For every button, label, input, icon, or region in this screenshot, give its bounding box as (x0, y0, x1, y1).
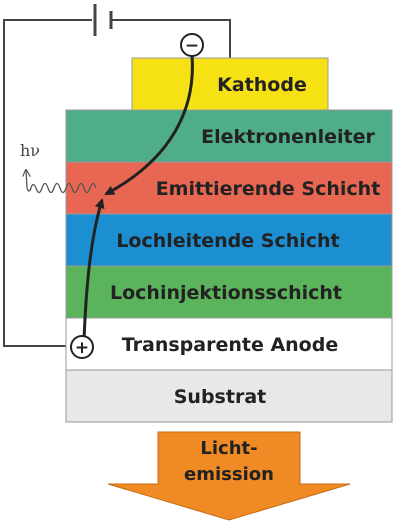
photon-wave-icon (26, 170, 97, 194)
layer-lochleitende-schicht (65, 213, 393, 267)
plus-terminal-icon (70, 335, 94, 359)
emission-label-line1: Licht- (200, 438, 257, 459)
label-kathode: Kathode (217, 74, 307, 96)
light-emission-arrow-icon (107, 431, 351, 521)
layer-substrat (65, 369, 393, 423)
electron-path-arrow (104, 55, 194, 196)
label-emittierende-schicht: Emittierende Schicht (156, 178, 381, 200)
hole-path-arrow (82, 198, 105, 341)
circuit-wire (3, 19, 231, 347)
minus-terminal-label: − (185, 36, 199, 56)
label-lochleitende-schicht: Lochleitende Schicht (116, 230, 339, 252)
layer-emittierende-schicht (65, 161, 393, 215)
label-substrat: Substrat (174, 386, 266, 408)
label-transparente-anode: Transparente Anode (122, 334, 338, 356)
label-lochinjektionsschicht: Lochinjektionsschicht (110, 282, 342, 304)
layer-transparente-anode (65, 317, 393, 371)
emission-label-line2: emission (184, 464, 274, 485)
photon-label: hν (20, 141, 40, 160)
minus-terminal-icon (180, 33, 204, 57)
layer-lochinjektionsschicht (65, 265, 393, 319)
label-elektronenleiter: Elektronenleiter (201, 126, 375, 148)
layer-kathode (131, 57, 329, 111)
plus-terminal-label: + (75, 338, 89, 358)
